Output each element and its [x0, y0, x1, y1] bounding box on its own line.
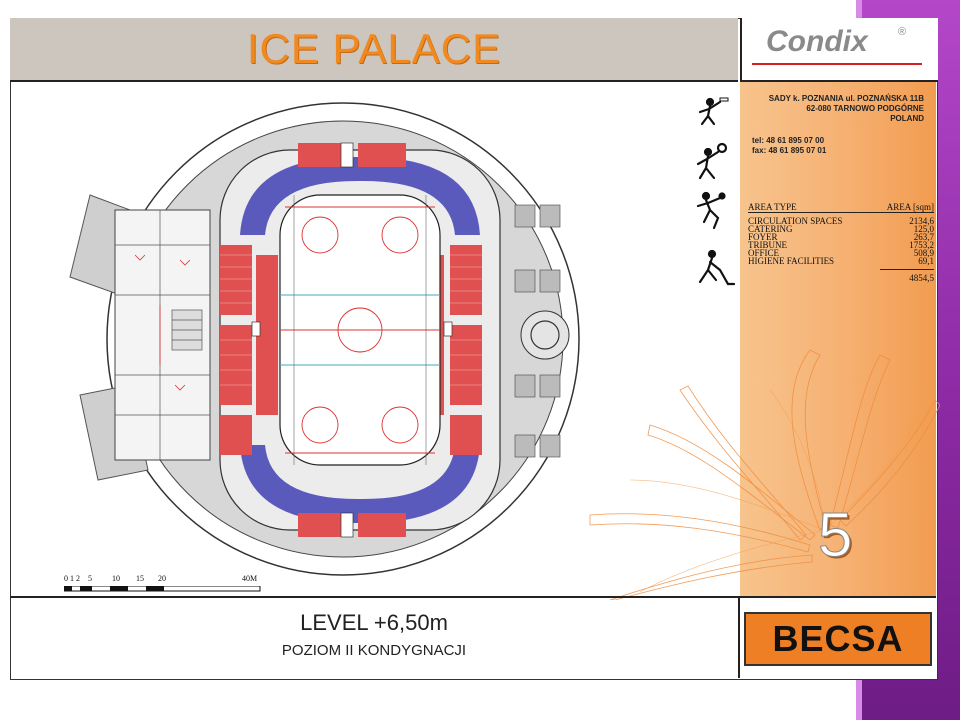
decorative-starburst	[589, 349, 940, 600]
area-type-header: AREA TYPE	[748, 202, 797, 212]
company-address: SADY k. POZNANIA ul. POZNAŃSKA 11B 62-08…	[752, 94, 924, 124]
registered-mark: ®	[898, 26, 907, 38]
address-line: 62-080 TARNOWO PODGÓRNE	[806, 104, 924, 113]
condix-logo: Condix	[766, 25, 868, 58]
footer-divider	[738, 598, 740, 678]
volleyball-player-icon	[696, 142, 728, 180]
scale-label: 2	[76, 574, 80, 583]
scale-label: 0	[64, 574, 68, 583]
scale-label: 15	[136, 574, 144, 583]
area-label: CATERING	[748, 224, 793, 234]
arena-floor-plan	[69, 102, 580, 576]
area-value: 1753,2	[909, 240, 934, 250]
level-title: LEVEL +6,50m	[300, 610, 448, 635]
info-panel	[740, 82, 936, 596]
area-label: OFFICE	[748, 248, 780, 258]
scale-label: 1	[70, 574, 74, 583]
becsa-logo: BECSA	[772, 618, 904, 659]
blue-seats-bottom	[240, 445, 480, 524]
logo-underline	[752, 63, 922, 65]
title-bar	[10, 18, 738, 82]
page-title: ICE PALACE	[246, 25, 502, 72]
area-label: TRIBUNE	[748, 240, 787, 250]
area-value: 263,7	[913, 232, 934, 242]
area-value: 2134,6	[909, 216, 934, 226]
scale-label: 20	[158, 574, 166, 583]
level-subtitle: POZIOM II KONDYGNACJI	[281, 642, 467, 659]
address-country: POLAND	[890, 114, 924, 123]
sport-icons	[696, 97, 736, 286]
fax-number: fax: 48 61 895 07 01	[752, 146, 827, 155]
area-value: 125,0	[913, 224, 934, 234]
handball-player-icon	[696, 191, 726, 230]
table-rule	[748, 212, 934, 213]
phone-number: tel: 48 61 895 07 00	[752, 136, 825, 145]
scale-label: 40M	[242, 574, 258, 583]
hockey-player-icon	[698, 249, 736, 286]
blue-seats-top	[240, 156, 480, 235]
total-rule	[880, 269, 934, 270]
basketball-player-icon	[698, 97, 729, 126]
area-value: 508,9	[913, 248, 934, 258]
address-line: SADY k. POZNANIA ul. POZNAŃSKA 11B	[768, 94, 924, 103]
scale-bar	[64, 586, 261, 592]
area-total: 4854,5	[909, 273, 934, 283]
scale-label: 5	[88, 574, 92, 583]
right-side-columns	[514, 204, 561, 458]
area-value: 69,1	[918, 256, 934, 266]
area-label: CIRCULATION SPACES	[748, 216, 843, 226]
logo-box	[740, 18, 938, 82]
becsa-logo-box	[744, 612, 932, 666]
scale-label: 10	[112, 574, 120, 583]
page-number: 5	[817, 501, 853, 571]
area-value-header: AREA [sqm]	[886, 202, 934, 212]
area-label: HIGIENE FACILITIES	[748, 256, 835, 266]
round-structure	[520, 310, 570, 360]
footer-band	[10, 596, 936, 680]
area-label: FOYER	[748, 232, 778, 242]
